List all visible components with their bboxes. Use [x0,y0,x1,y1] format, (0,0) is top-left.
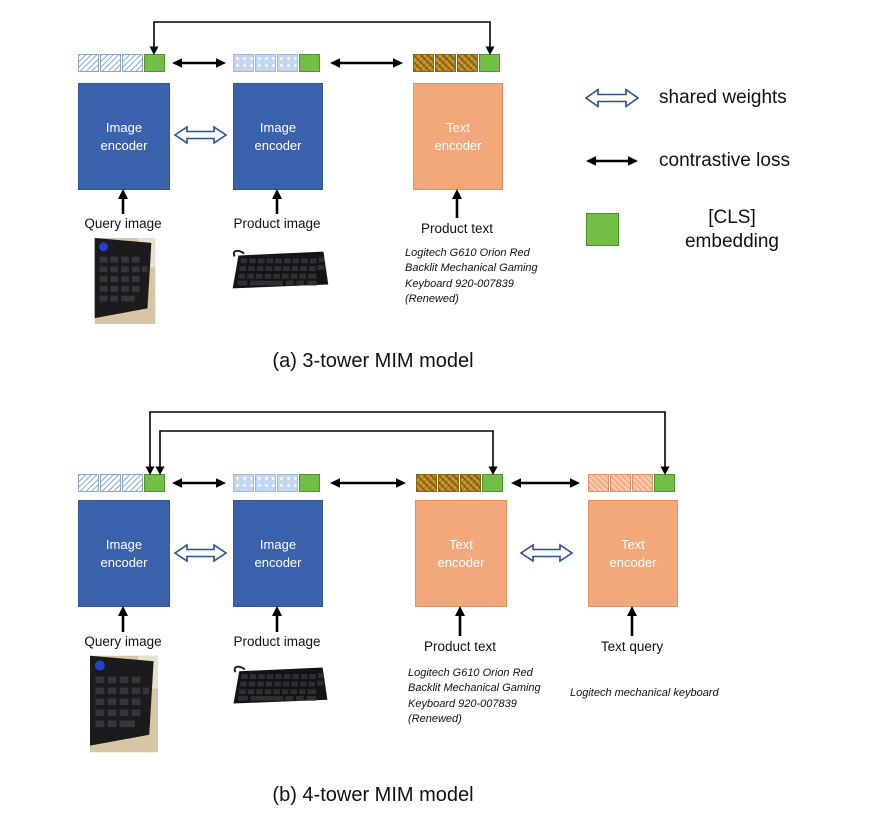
token-strip-text-query-b [588,474,675,492]
cls-token [654,474,675,492]
shared-weights-arrow-b-images [173,543,228,563]
token-strip-query-image-b [78,474,165,492]
input-arrow-text-query-b [627,606,637,636]
cls-token [479,54,500,72]
encoder-label: Text encoder [609,536,657,570]
input-label-product-text-a: Product text [420,221,494,236]
product-image-photo-a [227,242,332,298]
product-text-b: Logitech G610 Orion Red Backlit Mechanic… [408,667,541,726]
input-label-query-image-a: Query image [84,216,162,231]
token-cell [632,474,653,492]
input-arrow-product-text-a [452,189,462,218]
token-strip-query-image-a [78,54,165,72]
input-label-product-image-b: Product image [233,634,321,649]
token-strip-product-text-b [416,474,503,492]
token-cell [435,54,456,72]
legend-contrastive-loss-label: contrastive loss [659,150,790,171]
contrastive-connector-query-textquery-b [145,411,670,475]
legend-cls-embedding-label: [CLS] embedding [657,206,807,254]
token-cell [78,474,99,492]
query-image-photo-b [90,655,158,753]
token-cell [413,54,434,72]
cls-token [299,54,320,72]
token-cell [78,54,99,72]
caption-model-a: (a) 3-tower MIM model [272,350,474,372]
encoder-label: Text encoder [434,119,482,153]
token-cell [457,54,478,72]
legend-contrastive-loss: contrastive loss [583,150,790,172]
input-arrow-query-b [118,606,128,632]
input-label-text-query-b: Text query [600,639,664,654]
token-cell [588,474,609,492]
encoder-label: Image encoder [100,119,148,153]
token-cell [100,474,121,492]
cls-token [144,474,165,492]
product-text-a: Logitech G610 Orion Red Backlit Mechanic… [405,247,538,306]
token-cell [277,54,298,72]
token-cell [100,54,121,72]
text-encoder-product-b: Text encoder [415,500,507,607]
legend-shared-weights-label: shared weights [659,87,787,108]
input-arrow-product-image-a [272,189,282,214]
token-strip-product-image-a [233,54,320,72]
image-encoder-query-b: Image encoder [78,500,170,607]
caption-model-b: (b) 4-tower MIM model [272,784,474,806]
input-label-product-image-a: Product image [233,216,321,231]
shared-weights-arrow-icon [584,87,640,109]
token-cell [122,474,143,492]
token-cell [460,474,481,492]
contrastive-loss-arrow-b-1-2 [172,478,226,488]
token-cell [416,474,437,492]
contrastive-loss-arrow-b-3-4 [511,478,580,488]
encoder-label: Image encoder [254,119,302,153]
token-cell [233,474,254,492]
input-arrow-product-text-b [455,606,465,636]
token-strip-product-text-a [413,54,500,72]
cls-embedding-swatch-icon [586,213,619,247]
token-cell [122,54,143,72]
image-encoder-product-a: Image encoder [233,83,323,190]
query-image-photo-a [94,238,156,324]
product-image-photo-b [227,658,332,713]
token-cell [255,54,276,72]
legend-cls-line1: [CLS] [708,207,756,228]
text-encoder-product-a: Text encoder [413,83,503,190]
token-cell [438,474,459,492]
image-encoder-product-b: Image encoder [233,500,323,607]
cls-token [482,474,503,492]
token-cell [233,54,254,72]
encoder-label: Image encoder [254,536,302,570]
token-cell [255,474,276,492]
input-label-query-image-b: Query image [84,634,162,649]
legend-shared-weights: shared weights [583,85,787,111]
shared-weights-arrow-a [173,125,228,145]
contrastive-loss-arrow-a-1-2 [172,58,226,68]
token-strip-product-image-b [233,474,320,492]
token-cell [610,474,631,492]
legend-cls-embedding: [CLS] embedding [586,206,807,254]
input-arrow-query-a [118,189,128,214]
image-encoder-query-a: Image encoder [78,83,170,190]
contrastive-connector-query-ptext-a [149,21,495,55]
contrastive-loss-arrow-b-2-3 [330,478,406,488]
token-cell [277,474,298,492]
input-arrow-product-image-b [272,606,282,632]
cls-token [144,54,165,72]
text-encoder-query-b: Text encoder [588,500,678,607]
cls-token [299,474,320,492]
shared-weights-arrow-b-texts [519,543,574,563]
encoder-label: Text encoder [437,536,485,570]
encoder-label: Image encoder [100,536,148,570]
contrastive-loss-arrow-icon [586,156,638,166]
legend-cls-line2: embedding [684,230,780,252]
contrastive-loss-arrow-a-2-3 [330,58,403,68]
text-query-text-b: Logitech mechanical keyboard [570,687,719,699]
contrastive-connector-query-ptext-b [155,430,498,475]
input-label-product-text-b: Product text [423,639,497,654]
